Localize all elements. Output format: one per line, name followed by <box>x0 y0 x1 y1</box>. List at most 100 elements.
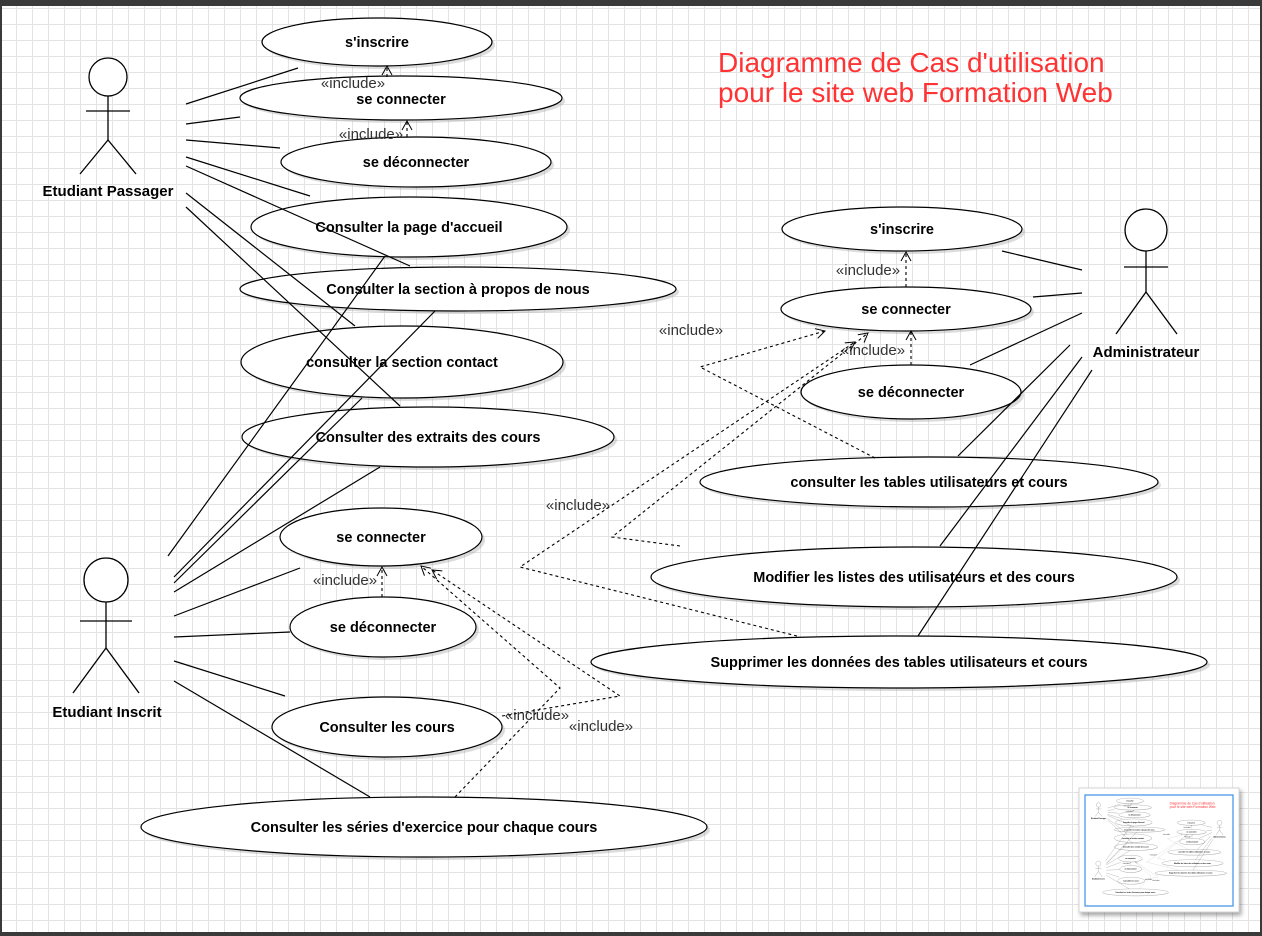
usecase-label: Consulter des extraits des cours <box>316 430 541 446</box>
association-admin-se-deconnecter[interactable] <box>969 312 1083 366</box>
actor-head[interactable] <box>88 57 128 97</box>
usecase-ellipse[interactable] <box>239 266 677 312</box>
usecase-ellipse[interactable] <box>250 196 568 258</box>
include-label: «include» <box>546 497 610 514</box>
include-label: «include» <box>505 707 569 724</box>
usecase-consulter-extraits[interactable]: Consulter des extraits des cours <box>241 406 617 470</box>
actor-head[interactable] <box>1124 208 1168 252</box>
association-inscrit-page-accueil[interactable] <box>167 255 386 557</box>
association-passager-sinscrire[interactable] <box>185 67 299 105</box>
association-inscrit-series[interactable] <box>173 680 371 798</box>
association-passager-se-connecter[interactable] <box>185 116 241 125</box>
association-passager-a-propos[interactable] <box>185 165 411 267</box>
usecase-consulter-cours[interactable]: Consulter les cours <box>271 696 505 760</box>
usecase-modifier-listes[interactable]: Modifier les listes des utilisateurs et … <box>650 546 1180 610</box>
actor-administrateur[interactable]: Administrateur <box>1093 208 1200 361</box>
usecase-ellipse[interactable] <box>241 406 615 468</box>
association-admin-supprimer[interactable] <box>917 369 1093 637</box>
usecase-consulter-contact[interactable]: consulter la section contact <box>240 325 566 401</box>
actor-label: Etudiant Passager <box>43 183 174 200</box>
association-passager-se-deconnecter[interactable] <box>185 139 281 149</box>
usecase-label: se déconnecter <box>330 620 437 636</box>
usecase-inscrit-se-deconnecter[interactable]: se déconnecter <box>289 596 479 660</box>
usecase-supprimer-donnees[interactable]: Supprimer les données des tables utilisa… <box>590 635 1210 691</box>
usecase-label: s'inscrire <box>345 35 409 51</box>
actor-left-leg[interactable] <box>1115 291 1147 335</box>
usecase-ellipse[interactable] <box>261 17 493 67</box>
usecase-label: Modifier les listes des utilisateurs et … <box>753 570 1075 586</box>
actor-right-leg[interactable] <box>107 139 137 175</box>
usecase-label: consulter les tables utilisateurs et cou… <box>790 475 1067 491</box>
usecase-ellipse[interactable] <box>590 635 1208 689</box>
usecase-label: se connecter <box>336 530 426 546</box>
actor-right-leg[interactable] <box>105 647 140 694</box>
actor-label: Administrateur <box>1093 344 1200 361</box>
usecase-consulter-a-propos[interactable]: Consulter la section à propos de nous <box>239 266 679 314</box>
usecase-consulter-tables[interactable]: consulter les tables utilisateurs et cou… <box>699 456 1161 510</box>
usecase-admin-se-connecter[interactable]: se connecter <box>780 286 1034 334</box>
title-line-2: pour le site web Formation Web <box>718 77 1113 108</box>
usecase-label: se déconnecter <box>858 385 965 401</box>
association-admin-modifier[interactable] <box>939 356 1083 547</box>
usecase-ellipse[interactable] <box>289 596 477 658</box>
include-label: «include» <box>836 262 900 279</box>
actor-head[interactable] <box>83 557 129 603</box>
association-passager-extraits[interactable] <box>185 206 401 407</box>
usecase-label: se connecter <box>356 92 446 108</box>
include-arrow-cours-connecter[interactable] <box>431 569 622 717</box>
association-inscrit-se-deconnecter[interactable] <box>173 631 291 638</box>
minimap-panel[interactable] <box>1078 787 1240 913</box>
usecase-consulter-series[interactable]: Consulter les séries d'exercice pour cha… <box>140 796 710 860</box>
usecase-label: Consulter la section à propos de nous <box>326 282 589 298</box>
actor-right-leg[interactable] <box>1145 291 1178 335</box>
actor-etudiant-inscrit[interactable]: Etudiant Inscrit <box>52 557 162 721</box>
usecase-passager-se-deconnecter[interactable]: se déconnecter <box>280 136 554 190</box>
usecase-ellipse[interactable] <box>239 75 563 121</box>
diagram-content: Diagramme de Cas d'utilisation pour le s… <box>43 17 1210 860</box>
title-line-1: Diagramme de Cas d'utilisation <box>718 47 1105 78</box>
actor-etudiant-passager[interactable]: Etudiant Passager <box>43 57 174 200</box>
association-passager-page-accueil[interactable] <box>185 156 311 197</box>
diagram-title[interactable]: Diagramme de Cas d'utilisation pour le s… <box>718 47 1113 108</box>
usecase-ellipse[interactable] <box>650 546 1178 608</box>
association-inscrit-a-propos[interactable] <box>173 310 436 578</box>
include-label: «include» <box>659 322 723 339</box>
actor-left-leg[interactable] <box>79 139 109 175</box>
actor-label: Etudiant Inscrit <box>52 704 161 721</box>
actor-left-leg[interactable] <box>72 647 107 694</box>
usecase-label: consulter la section contact <box>306 355 498 371</box>
usecase-label: Consulter les cours <box>319 720 454 736</box>
association-inscrit-extraits[interactable] <box>173 466 381 593</box>
include-arrow-series-connecter[interactable] <box>420 565 561 798</box>
include-label: «include» <box>321 75 385 92</box>
usecase-admin-se-deconnecter[interactable]: se déconnecter <box>800 364 1024 422</box>
usecase-consulter-page-accueil[interactable]: Consulter la page d'accueil <box>250 196 570 260</box>
association-passager-contact[interactable] <box>185 192 356 327</box>
usecase-ellipse[interactable] <box>280 136 552 188</box>
usecase-inscrit-se-connecter[interactable]: se connecter <box>279 507 485 569</box>
usecase-ellipse[interactable] <box>140 796 708 858</box>
include-arrow-supprimer-connecter[interactable] <box>518 341 856 637</box>
usecase-passager-sinscrire[interactable]: s'inscrire <box>261 17 495 69</box>
usecase-label: Consulter la page d'accueil <box>315 220 502 236</box>
usecase-ellipse[interactable] <box>699 456 1159 508</box>
minimap-viewport[interactable] <box>1084 794 1234 907</box>
include-label: «include» <box>313 572 377 589</box>
association-admin-sinscrire[interactable] <box>1001 250 1083 271</box>
association-inscrit-cours[interactable] <box>173 660 286 697</box>
usecase-admin-sinscrire[interactable]: s'inscrire <box>781 206 1025 254</box>
include-arrow-tables-connecter[interactable] <box>698 328 876 459</box>
include-label: «include» <box>841 342 905 359</box>
usecase-label: Supprimer les données des tables utilisa… <box>710 655 1087 671</box>
include-label: «include» <box>339 126 403 143</box>
association-admin-se-connecter[interactable] <box>1032 292 1083 298</box>
association-inscrit-se-connecter[interactable] <box>173 567 301 617</box>
include-arrow-modifier-connecter[interactable] <box>610 332 869 547</box>
usecase-passager-se-connecter[interactable]: se connecter <box>239 75 565 123</box>
usecase-label: se connecter <box>861 302 951 318</box>
usecase-label: Consulter les séries d'exercice pour cha… <box>251 820 598 836</box>
association-admin-tables[interactable] <box>957 344 1071 457</box>
usecase-ellipse[interactable] <box>271 696 503 758</box>
association-inscrit-contact[interactable] <box>173 397 363 584</box>
